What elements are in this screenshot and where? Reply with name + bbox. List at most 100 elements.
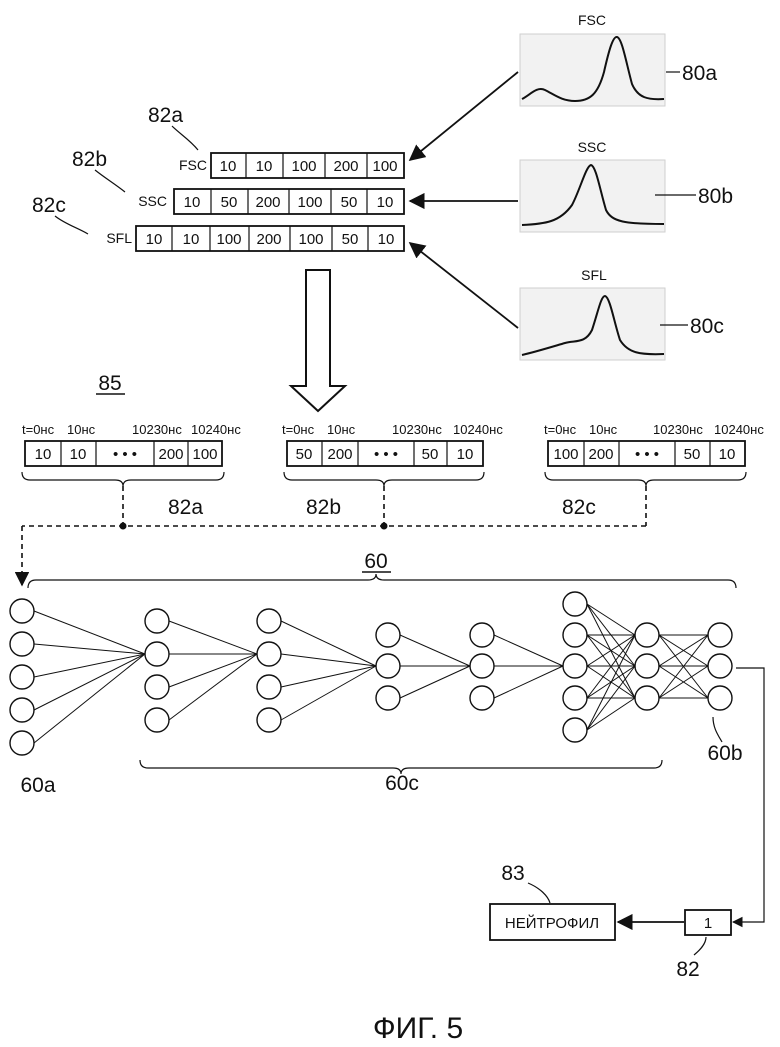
network-node [145,609,169,633]
waveform-table-82a: 82a FSC 10 10 100 200 100 [148,104,404,178]
network-edge [400,666,470,698]
table-cell: 50 [342,231,359,248]
network-node [145,642,169,666]
network-edge [34,654,145,743]
network-edge [400,635,470,666]
network-edge [281,654,376,666]
network-edge [587,698,635,730]
table-cell: 50 [341,194,358,211]
network-node [145,675,169,699]
result-label: НЕЙТРОФИЛ [505,914,599,932]
signal-title: SFL [581,267,607,283]
table-cell: 100 [216,231,241,248]
result-id: 83 [501,862,524,885]
network-node [635,623,659,647]
network-node [376,654,400,678]
arrow-sfl [410,243,518,328]
network-edge [281,666,376,720]
network-node [376,686,400,710]
time-label: 10230нс [392,422,442,437]
table-cell: 10 [220,158,237,175]
table-cell: 200 [333,158,358,175]
combined-segment-82a: t=0нс 10нс 10230нс 10240нс 10 10 • • • 2… [22,422,241,519]
network-edge [169,654,257,720]
combined-cell: 100 [192,446,217,463]
signal-plot-ssc: SSC 80b [520,139,733,232]
network-node [563,623,587,647]
network-edge [281,666,376,687]
time-label: 10230нс [132,422,182,437]
network-node [470,623,494,647]
network-edge [494,635,563,666]
time-label: 10нс [589,422,618,437]
table-cell: 10 [377,194,394,211]
table-row-label: SSC [138,193,167,209]
figure-caption: ФИГ. 5 [373,1012,463,1045]
combined-cell: 200 [327,446,352,463]
table-cell: 50 [221,194,238,211]
table-cell: 10 [183,231,200,248]
ellipsis: • • • [113,446,137,463]
time-label: 10нс [67,422,96,437]
time-label: t=0нс [282,422,315,437]
combined-cell: 50 [684,446,701,463]
network-node [563,718,587,742]
network-edges [34,604,708,743]
segment-id-label: 82a [168,496,203,519]
arrow-fsc [410,72,518,160]
segment-id-label: 82c [562,496,596,519]
time-label: t=0нс [22,422,55,437]
combined-cell: 50 [422,446,439,463]
table-cell: 10 [256,158,273,175]
network-node [10,731,34,755]
signal-id-label: 80c [690,315,724,338]
combined-cell: 100 [553,446,578,463]
network-node [563,654,587,678]
neural-network: 60 60a 60c 60b [10,550,743,797]
signal-title: SSC [578,139,607,155]
network-edge [34,611,145,654]
table-row-label: FSC [179,157,207,173]
network-edge [34,654,145,710]
network-id-label: 60 [364,550,387,573]
combined-cell: 200 [588,446,613,463]
signal-id-label: 80b [698,185,733,208]
time-label: t=0нс [544,422,577,437]
network-node [563,686,587,710]
time-label: 10нс [327,422,356,437]
combined-data-85: 85 t=0нс 10нс 10230нс 10240нс 10 10 • • … [22,372,764,519]
output-layer-label: 60b [707,742,742,765]
network-node [257,609,281,633]
table-id-label: 82c [32,194,66,217]
table-id-label: 82b [72,148,107,171]
time-label: 10230нс [653,422,703,437]
signal-plot-sfl: SFL 80c [520,267,724,360]
table-id-label: 82a [148,104,183,127]
network-node [563,592,587,616]
combined-segment-82b: t=0нс 10нс 10230нс 10240нс 50 200 • • • … [282,422,503,519]
ellipsis: • • • [374,446,398,463]
network-node [10,632,34,656]
network-edge [587,635,635,730]
network-node [635,654,659,678]
network-edge [34,644,145,654]
network-edge [587,604,635,635]
table-cell: 100 [291,158,316,175]
network-bracket [28,574,736,588]
network-node [257,675,281,699]
ellipsis: • • • [635,446,659,463]
input-layer-label: 60a [20,774,55,797]
table-cell: 10 [146,231,163,248]
output-value: 1 [704,915,712,932]
network-node [708,623,732,647]
table-cell: 100 [298,231,323,248]
time-label: 10240нс [714,422,764,437]
network-node [145,708,169,732]
output-value-id: 82 [676,958,699,981]
table-cell: 200 [255,194,280,211]
network-node [635,686,659,710]
transform-arrow [291,270,345,411]
signal-title: FSC [578,12,606,28]
combined-cell: 10 [70,446,87,463]
